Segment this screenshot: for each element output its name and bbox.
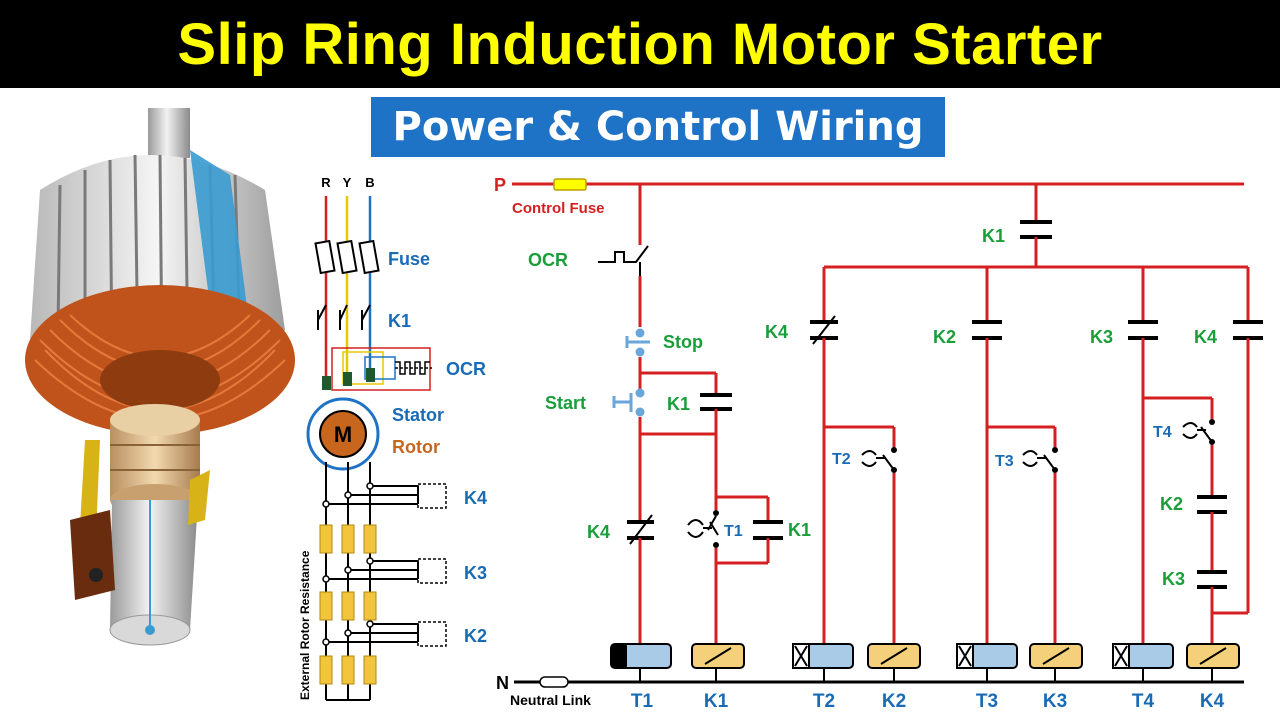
subtitle-banner: Power & Control Wiring: [371, 97, 945, 157]
motor-symbol: M: [334, 422, 352, 447]
coil-label-t2: T2: [813, 691, 835, 712]
k2-series-label: K2: [1160, 494, 1183, 514]
p-bus-label: P: [494, 175, 506, 195]
start-label: Start: [545, 393, 586, 413]
coil-k4: [1186, 643, 1240, 669]
t2-timer-contact: [861, 447, 897, 473]
k2-no-label: K2: [933, 327, 956, 347]
slip-ring-rotor-illustration: [25, 108, 295, 646]
t2-contact-label: T2: [832, 451, 851, 468]
power-k4-label: K4: [464, 488, 487, 508]
title-bar: Slip Ring Induction Motor Starter: [0, 0, 1280, 88]
coil-k2: [867, 643, 921, 669]
k1-main-contact: [1020, 220, 1052, 239]
external-rotor-resistors: [319, 524, 377, 685]
control-fuse-label: Control Fuse: [512, 200, 605, 217]
t4-contact-label: T4: [1153, 424, 1172, 441]
k4-nc-left-label: K4: [587, 522, 610, 542]
coil-t2: [792, 643, 854, 669]
k4-no-label: K4: [1194, 327, 1217, 347]
power-k1-contacts: [317, 304, 371, 330]
neutral-link: [539, 676, 569, 688]
k3-no-label: K3: [1090, 327, 1113, 347]
fuse-label: Fuse: [388, 249, 430, 269]
k3-no-contact: [1128, 320, 1158, 340]
motor-rotor: [319, 410, 367, 458]
coil-k1: [691, 643, 745, 669]
t1-contact-label: T1: [724, 523, 743, 540]
phase-y-label: Y: [343, 175, 352, 190]
k1-parallel-contact: [753, 520, 783, 540]
stop-label: Stop: [663, 332, 703, 352]
coil-label-t1: T1: [631, 691, 654, 712]
phase-r-label: R: [321, 175, 331, 190]
page-title: Slip Ring Induction Motor Starter: [177, 11, 1103, 77]
stator-label: Stator: [392, 405, 444, 425]
t3-contact-label: T3: [995, 453, 1014, 470]
coil-label-k1: K1: [704, 691, 729, 712]
ocr-contact: [598, 245, 649, 276]
coil-label-k3: K3: [1043, 691, 1067, 712]
power-fuses: [314, 239, 380, 275]
power-k1-label: K1: [388, 311, 411, 331]
stop-button[interactable]: [625, 328, 650, 357]
control-circuit: P Control Fuse N Neutral Link OCR Stop: [494, 175, 1263, 712]
ocr-control-label: OCR: [528, 250, 568, 270]
page-subtitle: Power & Control Wiring: [392, 104, 924, 150]
control-fuse: [553, 178, 587, 191]
n-bus-label: N: [496, 673, 509, 693]
phase-b-label: B: [365, 175, 374, 190]
power-k2-label: K2: [464, 626, 487, 646]
k2-series-contact: [1197, 495, 1227, 514]
t3-timer-contact: [1022, 447, 1058, 473]
t4-timer-contact: [1182, 419, 1215, 445]
coil-label-k2: K2: [882, 691, 906, 712]
k1-hold-label: K1: [667, 394, 690, 414]
k1-hold-contact: [700, 393, 732, 411]
power-circuit: R Y B Fuse K1 OCR: [298, 175, 487, 701]
k1-main-label: K1: [982, 226, 1005, 246]
k3-series-label: K3: [1162, 569, 1185, 589]
k3-series-contact: [1197, 570, 1227, 589]
k1-parallel-label: K1: [788, 520, 811, 540]
resistance-label: External Rotor Resistance: [298, 550, 312, 700]
ocr-power-label: OCR: [446, 359, 486, 379]
coil-k3: [1029, 643, 1083, 669]
ocr-relay-symbol: [395, 361, 432, 375]
coil-t1: [610, 643, 672, 669]
coil-label-t3: T3: [976, 691, 998, 712]
start-button[interactable]: [612, 388, 645, 417]
k4-nc-label: K4: [765, 322, 788, 342]
coil-label-k4: K4: [1200, 691, 1225, 712]
rotor-label: Rotor: [392, 437, 440, 457]
coil-label-t4: T4: [1132, 691, 1155, 712]
t1-timer-contact: [687, 510, 719, 548]
power-k3-label: K3: [464, 563, 487, 583]
k4-no-contact: [1233, 320, 1263, 340]
coil-t4: [1112, 643, 1174, 669]
k2-no-contact: [972, 320, 1002, 340]
neutral-link-label: Neutral Link: [510, 692, 591, 708]
coil-t3: [956, 643, 1018, 669]
